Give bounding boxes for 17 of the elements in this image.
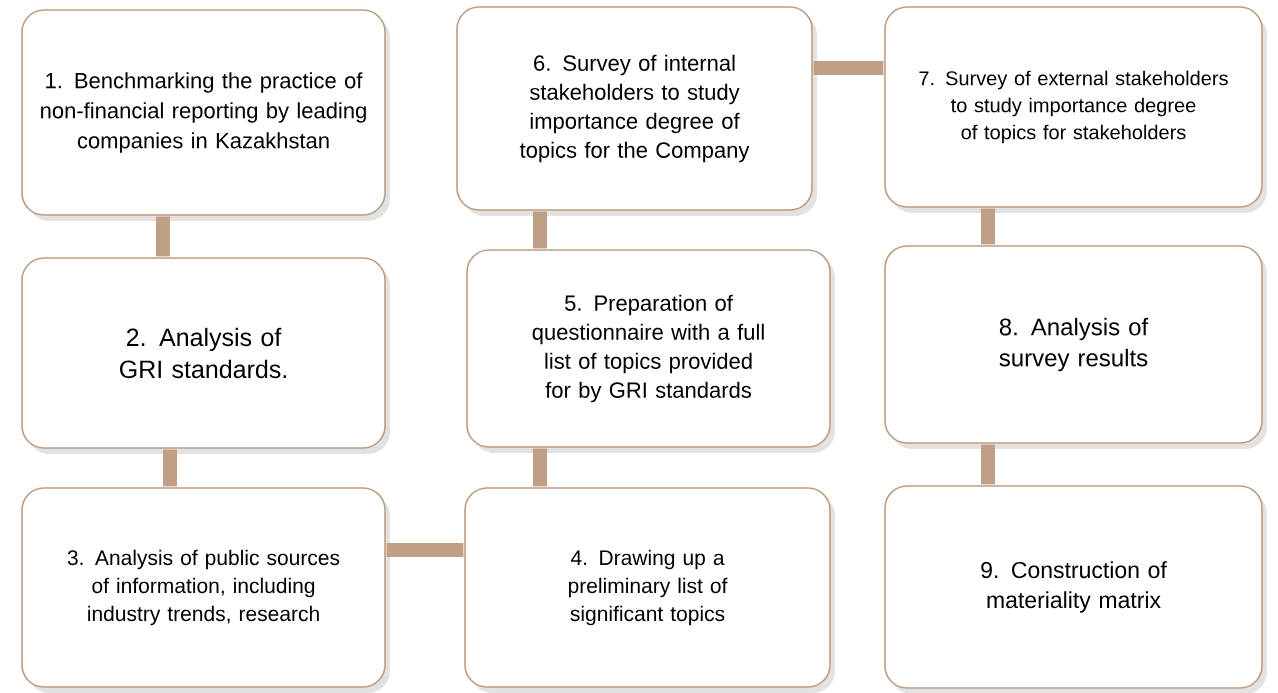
process-box: 3. Analysis of public sources of information, including industry trends, research (21, 487, 390, 693)
connector-bar (386, 543, 464, 557)
process-box: 6. Survey of internal stakeholders to study importance degree of topics for the Company (456, 6, 817, 216)
process-box: 8. Analysis of survey results (884, 245, 1267, 449)
process-box: 2. Analysis of GRI standards. (21, 257, 390, 454)
connector-bar (533, 211, 547, 249)
connector-bar (981, 444, 995, 485)
process-box: 5. Preparation of questionnaire with a full list of topics provided for by GRI standards (466, 249, 835, 453)
connector-bar (981, 208, 995, 245)
connector-bar (163, 449, 177, 487)
process-box: 4. Drawing up a preliminary list of significant topics (464, 487, 835, 693)
process-box: 7. Survey of external stakeholders to study importance degree of topics for stakeholders (884, 6, 1267, 213)
connector-bar (533, 448, 547, 487)
process-box: 9. Construction of materiality matrix (884, 485, 1267, 693)
connector-bar (156, 216, 170, 257)
process-box: 1. Benchmarking the practice of non-financial reporting by leading companies in Kazakhstan (21, 9, 390, 221)
connector-bar (813, 61, 884, 75)
